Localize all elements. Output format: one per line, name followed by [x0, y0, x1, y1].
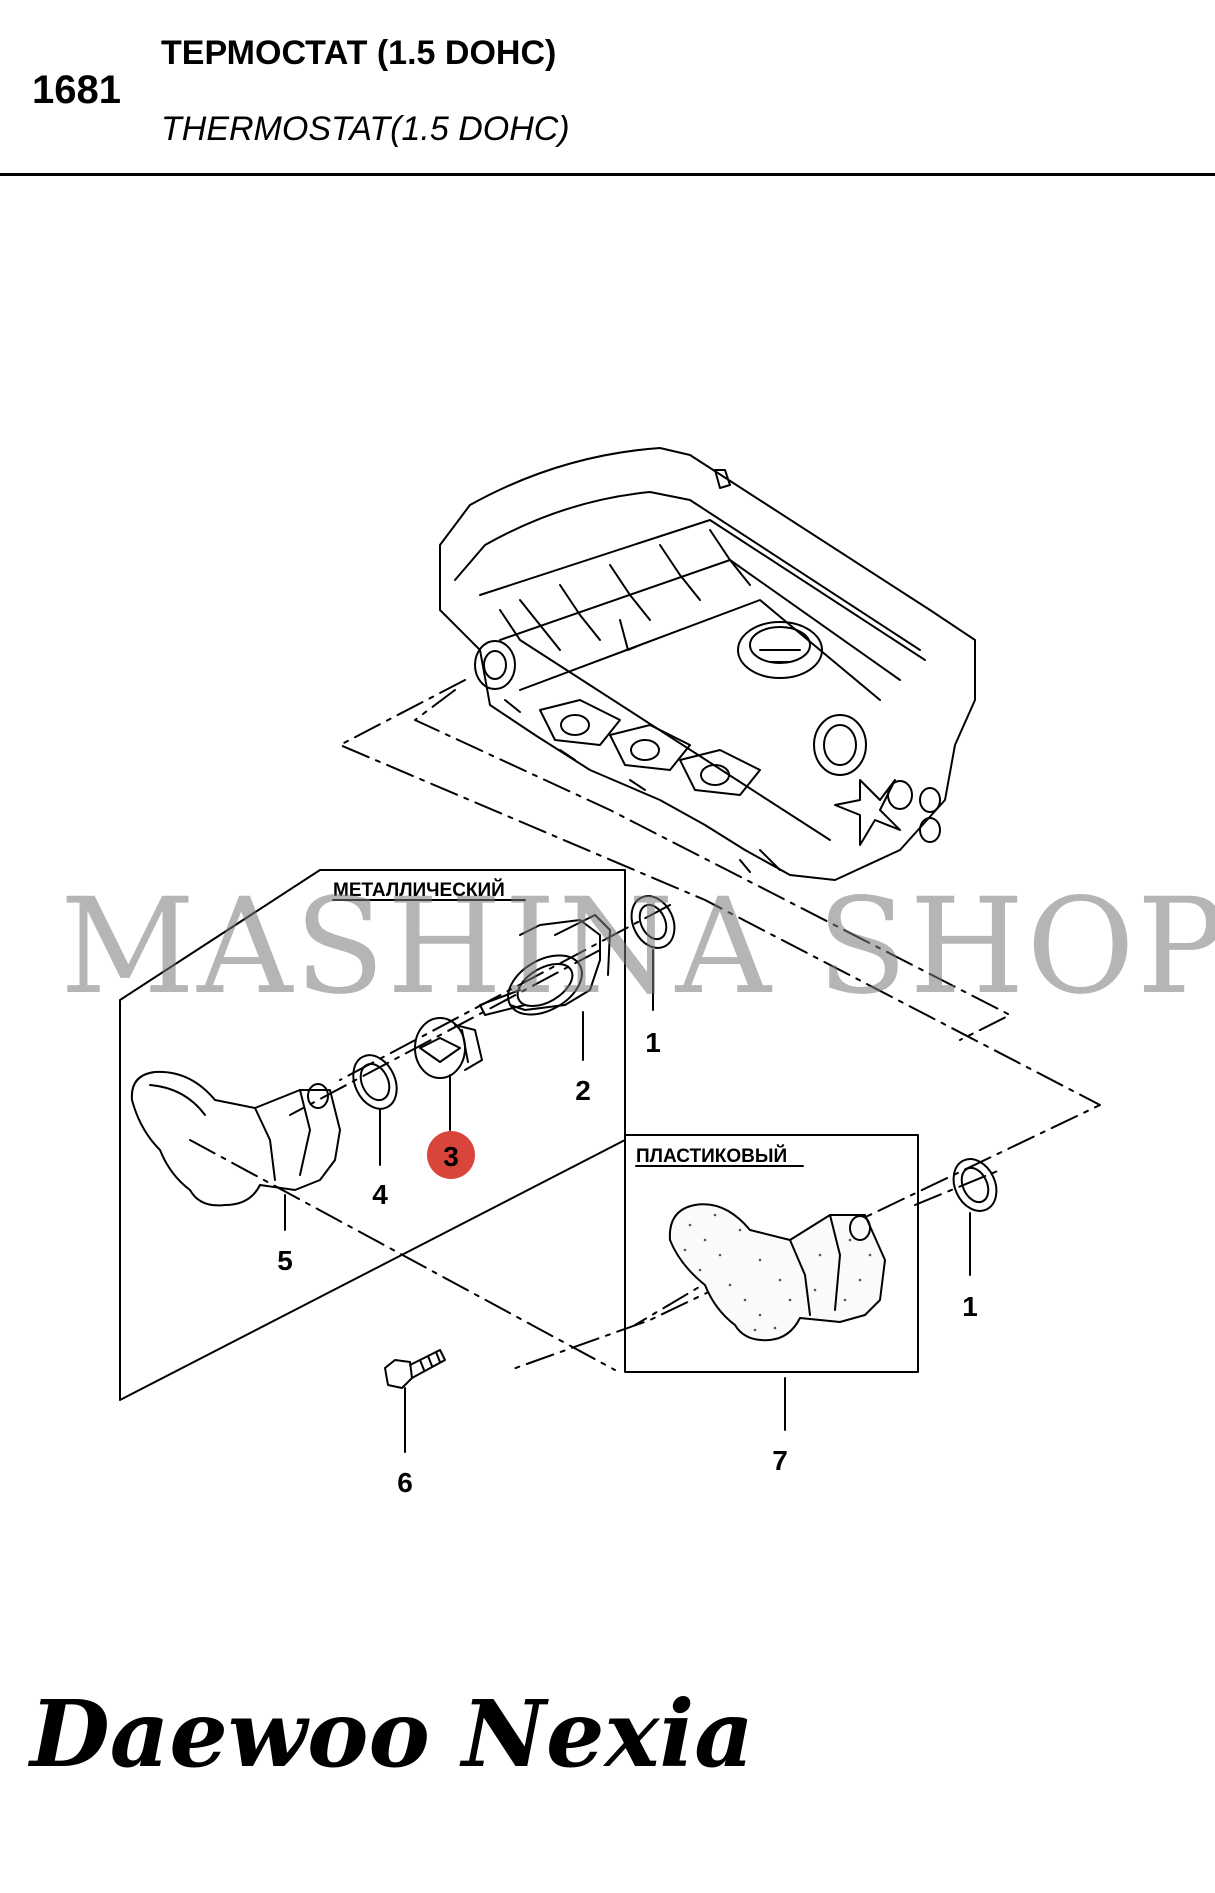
callout-4: 4	[372, 1179, 388, 1210]
callout-7: 7	[772, 1445, 788, 1476]
page-header: 1681 ТЕРМОСТАТ (1.5 DOHC) THERMOSTAT(1.5…	[0, 0, 1215, 178]
plastic-parts-frame	[624, 1134, 919, 1373]
thermostat-gasket	[352, 1054, 398, 1166]
metal-coolant-outlet	[130, 1070, 341, 1231]
thermostat-valve	[414, 1017, 483, 1131]
plastic-texture	[683, 1213, 872, 1332]
header-divider	[0, 173, 1215, 176]
mounting-bolt	[384, 1349, 446, 1453]
callout-3: 3	[443, 1141, 459, 1172]
page-number: 1681	[32, 68, 121, 112]
callout-1-lower: 1	[962, 1291, 978, 1322]
callout-5: 5	[277, 1245, 293, 1276]
brand-logo: Daewoo Nexia	[30, 1680, 754, 1788]
plastic-coolant-outlet	[668, 1203, 886, 1431]
callout-1-upper: 1	[645, 1027, 661, 1058]
thermostat-housing	[479, 914, 611, 1061]
metal-parts-frame	[119, 869, 626, 1401]
assembly-guide-lines	[189, 679, 1101, 1371]
callout-6: 6	[397, 1467, 413, 1498]
title-english: THERMOSTAT(1.5 DOHC)	[161, 110, 570, 148]
callout-2: 2	[575, 1075, 591, 1106]
cylinder-head-illustration	[439, 447, 976, 881]
metal-box-label: МЕТАЛЛИЧЕСКИЙ	[333, 879, 505, 901]
plastic-box-label: ПЛАСТИКОВЫЙ	[636, 1145, 787, 1167]
o-ring-gasket-upper	[630, 895, 676, 1011]
title-russian: ТЕРМОСТАТ (1.5 DOHC)	[161, 34, 557, 72]
o-ring-gasket-lower	[952, 1158, 998, 1276]
highlight-marker	[427, 1131, 475, 1179]
